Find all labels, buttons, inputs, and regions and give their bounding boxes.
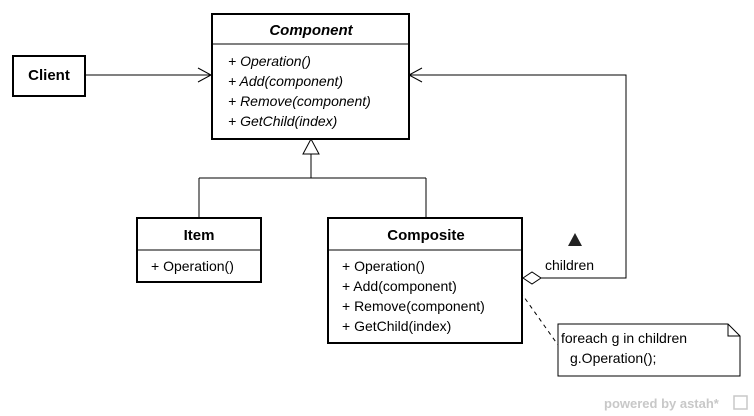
astah-logo-icon	[733, 395, 748, 410]
client-title: Client	[28, 67, 70, 84]
note: foreach g in children g.Operation();	[557, 323, 741, 377]
component-title: Component	[269, 22, 353, 39]
note-line: foreach g in children	[561, 330, 687, 346]
component-op: + Add(component)	[228, 73, 343, 89]
generalization-triangle	[302, 137, 320, 155]
aggregation-diamond	[522, 271, 542, 285]
item-title: Item	[184, 227, 215, 244]
component-op: + Remove(component)	[228, 93, 371, 109]
astah-watermark: powered by astah*	[604, 395, 748, 411]
composite-title: Composite	[387, 227, 465, 244]
composite-op: + Operation()	[342, 258, 425, 274]
children-aggregation-line	[409, 74, 627, 279]
item-op: + Operation()	[151, 258, 234, 274]
composite-op: + Remove(component)	[342, 298, 485, 314]
direction-triangle-icon	[568, 233, 582, 246]
class-composite: Composite + Operation() + Add(component)…	[327, 217, 523, 344]
note-line: g.Operation();	[570, 350, 656, 366]
composite-op: + Add(component)	[342, 278, 457, 294]
composite-op: + GetChild(index)	[342, 318, 451, 334]
association-label: children	[545, 257, 594, 273]
class-item: Item + Operation()	[136, 217, 262, 283]
class-component: Component + Operation() + Add(component)…	[211, 13, 410, 140]
class-client: Client	[12, 55, 86, 97]
component-op: + Operation()	[228, 53, 311, 69]
component-op: + GetChild(index)	[228, 113, 337, 129]
watermark-text: powered by astah*	[604, 396, 720, 411]
